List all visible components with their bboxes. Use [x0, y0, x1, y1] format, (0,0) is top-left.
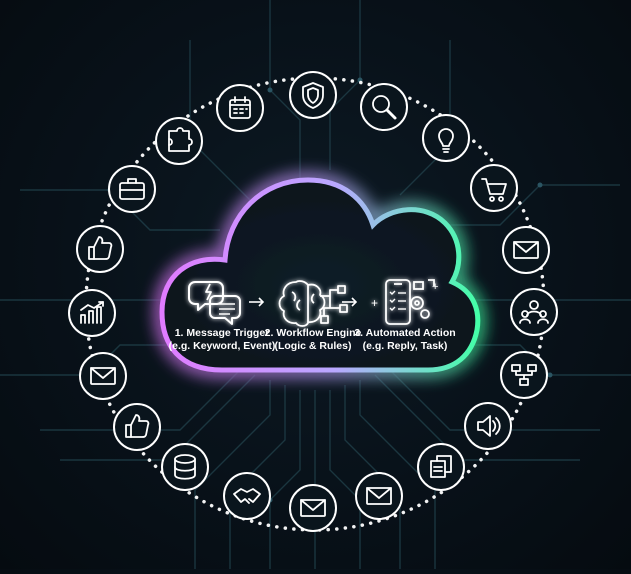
- step-label-3: 3. Automated Action (e.g. Reply, Task): [354, 327, 455, 352]
- thumbs-up-icon: [88, 236, 113, 260]
- ring-node-circle: [216, 84, 264, 132]
- ring-node: [155, 117, 203, 165]
- ring-node: [79, 352, 127, 400]
- ring-node-circle: [422, 114, 470, 162]
- ring-node-circle: [108, 165, 156, 213]
- cloud-outline: [160, 178, 480, 372]
- step-3-title: 3. Automated Action: [354, 327, 455, 339]
- team-icon: [519, 300, 549, 324]
- envelope-icon: [90, 367, 116, 385]
- svg-text:+: +: [371, 296, 378, 310]
- ring-node-circle: [76, 225, 124, 273]
- handshake-icon: [233, 488, 261, 504]
- database-icon: [174, 454, 196, 480]
- ring-node-circle: [68, 289, 116, 337]
- envelope-icon: [300, 499, 326, 517]
- thumbs-up-icon: [125, 414, 150, 438]
- step-1-subtitle: (e.g. Keyword, Event): [169, 340, 276, 352]
- calendar-icon: [229, 96, 251, 119]
- envelope-icon: [366, 487, 392, 505]
- ring-node: [500, 351, 548, 399]
- step-2-subtitle: (Logic & Rules): [274, 340, 351, 352]
- ring-node: [510, 288, 558, 336]
- lightbulb-icon: [438, 128, 454, 153]
- puzzle-icon: [168, 127, 193, 152]
- ring-node: [417, 443, 465, 491]
- ring-node: [360, 83, 408, 131]
- ring-node: [161, 443, 209, 491]
- ring-node: [502, 226, 550, 274]
- arrow-1: [249, 297, 265, 307]
- ring-node-circle: [161, 443, 209, 491]
- ring-node-circle: [355, 472, 403, 520]
- workflow-brain-icon: [278, 280, 348, 327]
- ring-node: [464, 402, 512, 450]
- step-2-title: 2. Workflow Engine: [265, 327, 362, 339]
- ring-node: [108, 165, 156, 213]
- ring-node-circle: [470, 164, 518, 212]
- speaker-icon: [477, 415, 501, 437]
- flowchart-icon: [511, 364, 537, 386]
- ring-node-circle: [289, 71, 337, 119]
- message-bubbles-icon: [188, 281, 241, 325]
- ring-node: [76, 225, 124, 273]
- shopping-cart-icon: [481, 178, 507, 202]
- ring-node: [68, 289, 116, 337]
- ring-node: [216, 84, 264, 132]
- ring-node: [289, 71, 337, 119]
- ring-node-circle: [223, 472, 271, 520]
- envelope-icon: [513, 241, 539, 259]
- ring-icons: [68, 71, 558, 532]
- ring-node: [223, 472, 271, 520]
- arrow-2: [342, 297, 358, 307]
- ring-node: [289, 484, 337, 532]
- step-label-1: 1. Message Trigger (e.g. Keyword, Event): [169, 327, 276, 352]
- ring-node-circle: [464, 402, 512, 450]
- ring-node-circle: [502, 226, 550, 274]
- ring-node-circle: [360, 83, 408, 131]
- ring-node: [113, 403, 161, 451]
- phone-gears-icon: + +: [371, 279, 438, 325]
- briefcase-icon: [119, 178, 145, 200]
- ring-node-circle: [113, 403, 161, 451]
- ring-node: [355, 472, 403, 520]
- ring-node-circle: [79, 352, 127, 400]
- step-1-title: 1. Message Trigger: [175, 327, 270, 339]
- documents-icon: [430, 455, 452, 478]
- step-label-2: 2. Workflow Engine (Logic & Rules): [265, 327, 362, 352]
- magnifier-icon: [372, 95, 397, 120]
- growth-chart-icon: [80, 301, 104, 324]
- ring-node: [470, 164, 518, 212]
- step-3-subtitle: (e.g. Reply, Task): [363, 340, 448, 352]
- ring-node: [422, 114, 470, 162]
- ring-node-circle: [155, 117, 203, 165]
- svg-text:+: +: [432, 281, 438, 293]
- ring-node-circle: [289, 484, 337, 532]
- shield-icon: [302, 82, 324, 109]
